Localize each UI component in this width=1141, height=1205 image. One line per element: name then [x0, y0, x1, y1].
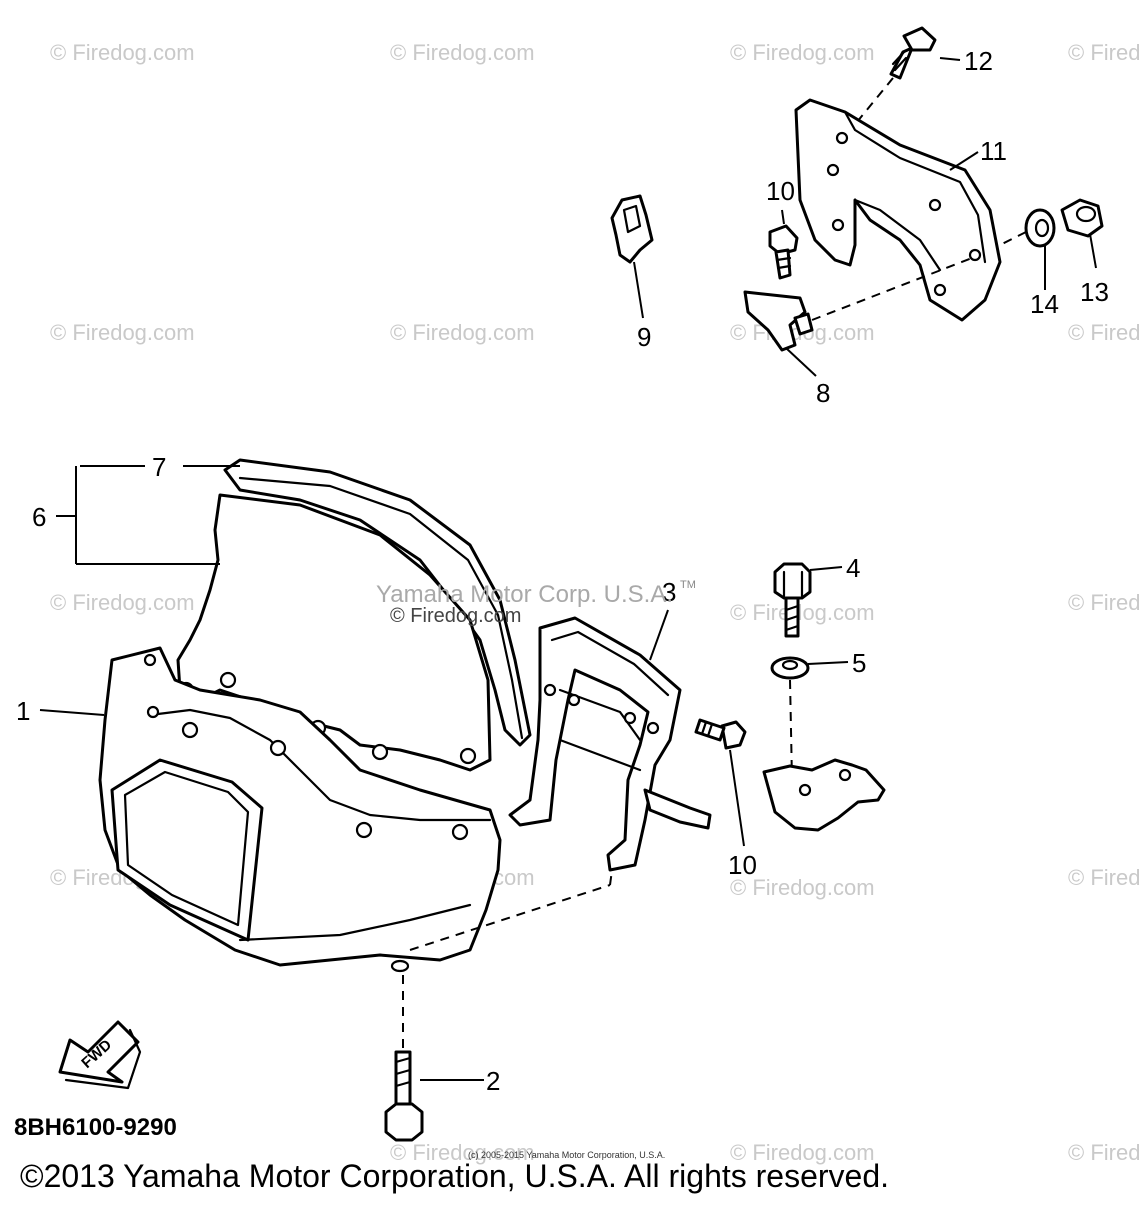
grommet-5-icon [770, 656, 810, 781]
callout-9: 9 [637, 322, 651, 352]
callout-14: 14 [1030, 289, 1059, 319]
diagram-code: 8BH6100-9290 [14, 1114, 177, 1141]
watermark: © Firedog.com [390, 40, 535, 65]
callout-2: 2 [486, 1066, 500, 1096]
center-watermark: Yamaha Motor Corp. U.S.A. © Firedog.com … [376, 579, 696, 627]
bracket-8-icon [743, 257, 973, 352]
connection-line [609, 869, 613, 886]
connection-line [409, 884, 611, 951]
watermark: © Firedog.com [50, 40, 195, 65]
leader-lines [39, 57, 1097, 1081]
callout-10-lower: 10 [728, 850, 757, 880]
callout-11: 11 [980, 136, 1007, 166]
clip-9-icon [610, 194, 654, 264]
callout-5: 5 [852, 648, 866, 678]
footer-copyright: ©2013 Yamaha Motor Corporation, U.S.A. A… [20, 1158, 889, 1194]
screw-10-lower-icon [694, 718, 747, 750]
callout-1: 1 [16, 696, 30, 726]
stay-bracket-11-icon [794, 98, 1002, 322]
washer-14-icon [999, 208, 1056, 248]
callout-13: 13 [1080, 277, 1109, 307]
callout-6: 6 [32, 502, 46, 532]
watermark: © Firedog.com [1068, 1140, 1141, 1165]
watermark: © Firedog.com [730, 875, 875, 900]
watermark: © Firedog.com [730, 40, 875, 65]
watermark: © Firedog.com [50, 590, 195, 615]
bracket-3-icon [508, 616, 712, 872]
callout-10-top: 10 [766, 176, 795, 206]
center-watermark-sub: © Firedog.com [390, 605, 521, 627]
watermark: © Firedog.com [50, 320, 195, 345]
callout-4: 4 [846, 553, 860, 583]
watermark: © Firedog.com [1068, 320, 1141, 345]
watermark: © Firedog.com [1068, 590, 1141, 615]
callout-7: 7 [152, 452, 166, 482]
trademark-mark: TM [680, 579, 696, 591]
bolt-2-icon [384, 975, 424, 1142]
callout-12: 12 [964, 46, 993, 76]
bolt-4-icon [773, 562, 812, 638]
watermark: © Firedog.com [1068, 865, 1141, 890]
watermark: © Firedog.com [730, 1140, 875, 1165]
callout-8: 8 [816, 378, 830, 408]
nut-13-icon [1060, 198, 1104, 238]
small-copyright: (c) 2005-2015 Yamaha Motor Corporation, … [468, 1150, 665, 1160]
watermark: © Firedog.com [1068, 40, 1141, 65]
screw-10-top-icon [768, 224, 799, 280]
callout-labels: 12 11 10 14 13 9 8 7 6 1 3 4 5 10 2 [16, 46, 1109, 1096]
watermark: © Firedog.com [730, 600, 875, 625]
watermark: © Firedog.com [390, 1140, 535, 1165]
callout-3: 3 [662, 577, 676, 607]
cowling-1-icon [98, 646, 502, 973]
watermark: © Firedog.com [390, 320, 535, 345]
fwd-arrow-icon: FWD [58, 1020, 142, 1090]
mounting-plate-icon [762, 758, 886, 832]
center-watermark-text: Yamaha Motor Corp. U.S.A. [376, 581, 673, 608]
